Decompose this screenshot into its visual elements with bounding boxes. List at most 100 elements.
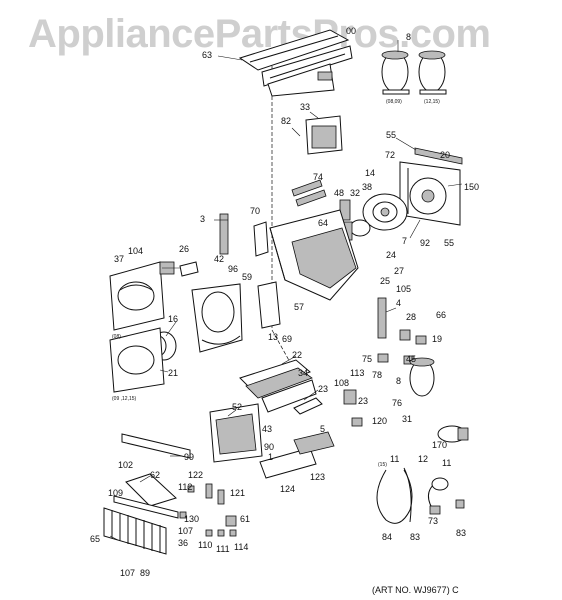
part-label: 20 [440, 150, 450, 160]
part-label: 11 [442, 458, 451, 468]
drain-pieces [259, 431, 335, 479]
part-label: 32 [350, 188, 360, 198]
variant-note: (15) [378, 462, 387, 468]
part-label: 96 [228, 264, 238, 274]
scroll-shroud [191, 283, 243, 353]
part-label: 105 [396, 284, 411, 294]
part-label: 8 [396, 376, 401, 386]
part-label: 76 [392, 398, 402, 408]
part-label: 16 [168, 314, 178, 324]
bottom-rail-99 [121, 433, 191, 459]
part-label: 130 [184, 514, 199, 524]
watermark: AppliancePartsPros.com [28, 12, 491, 56]
part-label: 26 [179, 244, 189, 254]
part-label: 72 [385, 150, 395, 160]
capacitor-bracket [343, 389, 357, 405]
part-170 [437, 425, 469, 443]
part-label: 00 [346, 26, 356, 36]
part-label: 11 [390, 454, 399, 464]
variant-notes: (08,09) (12,15) (08) (09 ,12,15) (15) [112, 99, 440, 468]
part-label: 13 [268, 332, 278, 342]
part-label: 83 [456, 528, 466, 538]
part-label: 123 [310, 472, 325, 482]
part-label: 70 [250, 206, 260, 216]
part-label: 74 [313, 172, 323, 182]
part-label: 113 [350, 368, 364, 378]
small-hardware [179, 483, 237, 527]
part-label: 150 [464, 182, 479, 192]
part-label: 5 [320, 424, 325, 434]
part-label: 8 [406, 32, 411, 42]
part-label: 99 [184, 452, 194, 462]
front-frame [209, 403, 263, 463]
part-label: 102 [118, 460, 133, 470]
part-number-labels: 00 8 63 33 82 55 72 20 14 150 74 48 32 3… [90, 26, 479, 578]
leader-lines [109, 40, 463, 541]
top-rail-assembly [238, 29, 353, 97]
part-label: 23 [318, 384, 328, 394]
part-label: 92 [420, 238, 430, 248]
part-label: 84 [382, 532, 392, 542]
part-label: 43 [262, 424, 272, 434]
part-label: 19 [432, 334, 442, 344]
part-label: 124 [280, 484, 295, 494]
piece-62 [125, 473, 177, 507]
art-number: (ART NO. WJ9677) C [372, 585, 459, 595]
base-tray [239, 359, 317, 413]
part-label: 111 [216, 544, 230, 554]
part-label: 59 [242, 272, 252, 282]
part-label: 14 [365, 168, 375, 178]
part-label: 114 [234, 542, 248, 552]
part-label: 28 [406, 312, 416, 322]
variant-note: (08,09) [386, 99, 402, 105]
part-label: 89 [140, 568, 150, 578]
part-label: 112 [178, 482, 192, 492]
condenser-rails [399, 147, 463, 226]
variant-note: (12,15) [424, 99, 440, 105]
chassis-base [269, 209, 359, 301]
part-label: 22 [292, 350, 302, 360]
part-120 [351, 417, 363, 427]
part-label: 121 [230, 488, 245, 498]
support-bracket-69 [257, 281, 281, 329]
part-label: 90 [264, 442, 274, 452]
part-label: 69 [282, 334, 292, 344]
part-label: 42 [214, 254, 224, 264]
part-label: 7 [402, 236, 407, 246]
part-label: 3 [200, 214, 205, 224]
valve-fittings [377, 329, 427, 365]
part-label: 36 [178, 538, 188, 548]
variant-note: (09 ,12,15) [112, 396, 137, 402]
part-label: 34 [298, 368, 308, 378]
side-bracket-70 [253, 221, 269, 257]
part-label: 27 [394, 266, 404, 276]
part-label: 52 [232, 402, 242, 412]
part-label: 73 [428, 516, 438, 526]
part-label: 66 [436, 310, 446, 320]
compressor [409, 357, 435, 397]
strip-23 [293, 397, 323, 415]
part-label: 122 [188, 470, 203, 480]
part-label: 57 [294, 302, 304, 312]
part-label: 12 [418, 454, 428, 464]
side-strips [219, 213, 387, 339]
evaporator-coil [103, 507, 167, 555]
part-label: 33 [300, 102, 310, 112]
rail-109 [113, 495, 179, 519]
part-label: 4 [396, 298, 401, 308]
part-label: 55 [386, 130, 396, 140]
brace-pieces [291, 179, 327, 207]
part-label: 75 [362, 354, 372, 364]
part-label: 64 [318, 218, 328, 228]
hardware-110-114 [205, 529, 237, 537]
control-panel-bracket [305, 115, 343, 155]
part-label: 109 [108, 488, 123, 498]
part-label: 108 [334, 378, 349, 388]
part-label: 78 [372, 370, 382, 380]
left-grille-37 [109, 261, 165, 331]
part-label: 61 [240, 514, 250, 524]
part-label: 104 [128, 246, 143, 256]
part-label: 48 [334, 188, 344, 198]
